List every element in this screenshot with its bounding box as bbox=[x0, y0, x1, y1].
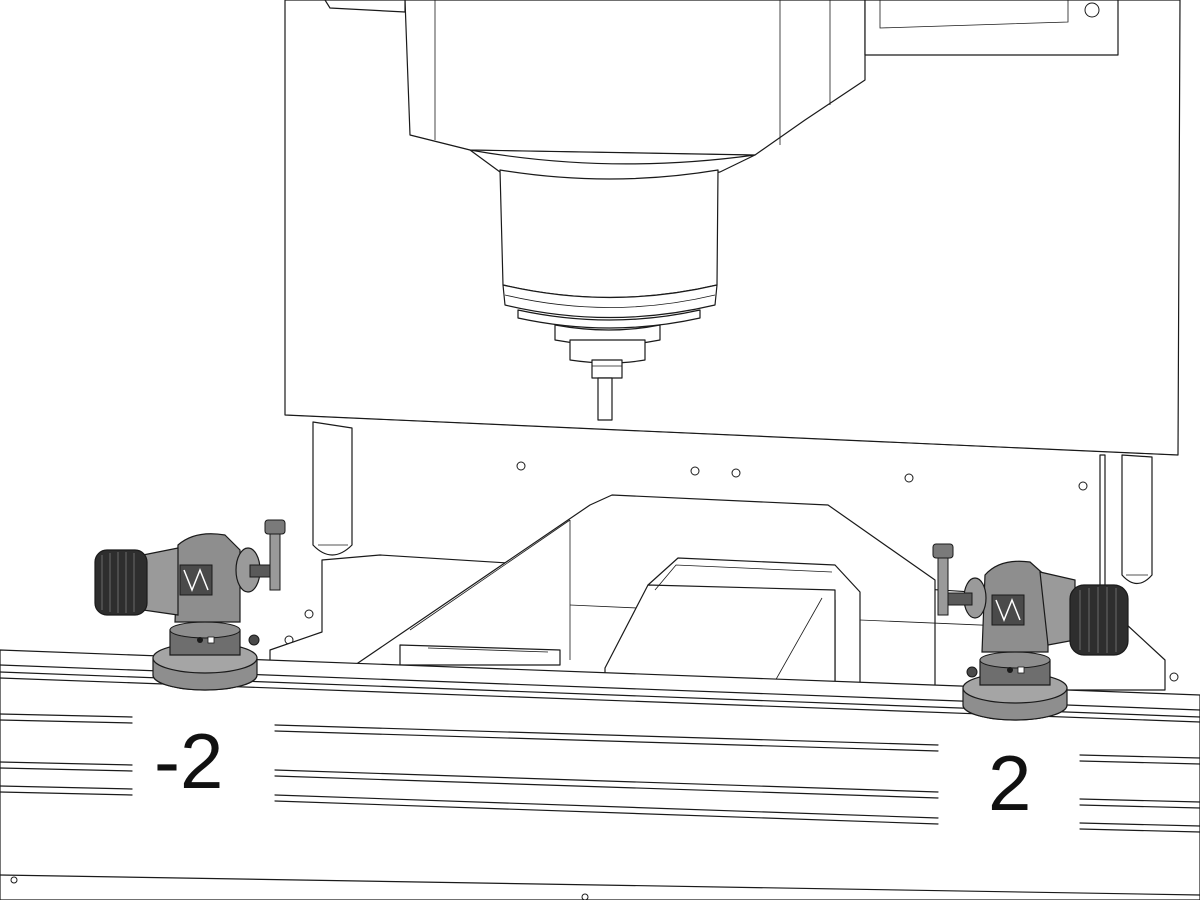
t-slot-lines bbox=[0, 713, 1200, 833]
spindle-head bbox=[324, 0, 1119, 156]
right-position-label: 2 bbox=[984, 744, 1036, 822]
way-cover-guard bbox=[269, 494, 1166, 696]
left-position-label: -2 bbox=[150, 722, 228, 800]
dial-test-indicator-icon bbox=[932, 543, 1129, 721]
guide-rods bbox=[312, 421, 1153, 601]
dial-test-indicator-icon bbox=[94, 519, 286, 691]
spindle-cartridge bbox=[469, 149, 756, 421]
